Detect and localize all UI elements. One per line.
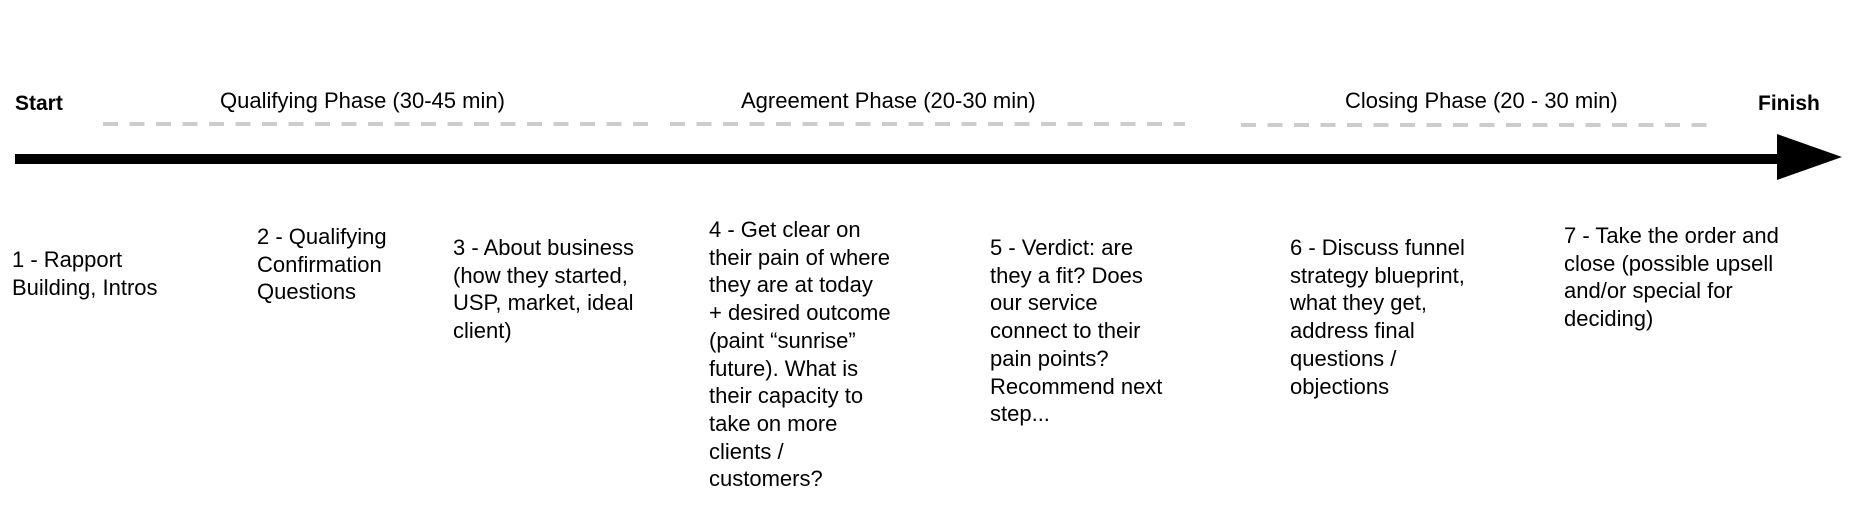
finish-label: Finish (1758, 92, 1820, 115)
step-7-take-order-close: 7 - Take the order and close (possible u… (1564, 223, 1779, 332)
phase-title-agreement: Agreement Phase (20-30 min) (741, 88, 1036, 113)
phase-title-qualifying: Qualifying Phase (30-45 min) (220, 88, 505, 113)
step-5-verdict: 5 - Verdict: are they a fit? Does our se… (990, 235, 1163, 427)
timeline-arrow-head-icon (1777, 134, 1842, 180)
phase-span-agreement (670, 122, 1185, 126)
step-1-rapport: 1 - Rapport Building, Intros (12, 247, 158, 300)
phase-span-qualifying (103, 122, 650, 126)
phase-title-closing: Closing Phase (20 - 30 min) (1345, 88, 1618, 113)
timeline-arrow-shaft (15, 154, 1785, 164)
step-3-about-business: 3 - About business (how they started, US… (453, 235, 635, 344)
step-6-funnel-strategy: 6 - Discuss funnel strategy blueprint, w… (1290, 235, 1465, 399)
step-4-pain-and-outcome: 4 - Get clear on their pain of where the… (709, 217, 891, 492)
start-label: Start (15, 92, 63, 115)
step-2-qualifying-questions: 2 - Qualifying Confirmation Questions (257, 224, 387, 305)
phase-span-closing (1241, 123, 1711, 127)
